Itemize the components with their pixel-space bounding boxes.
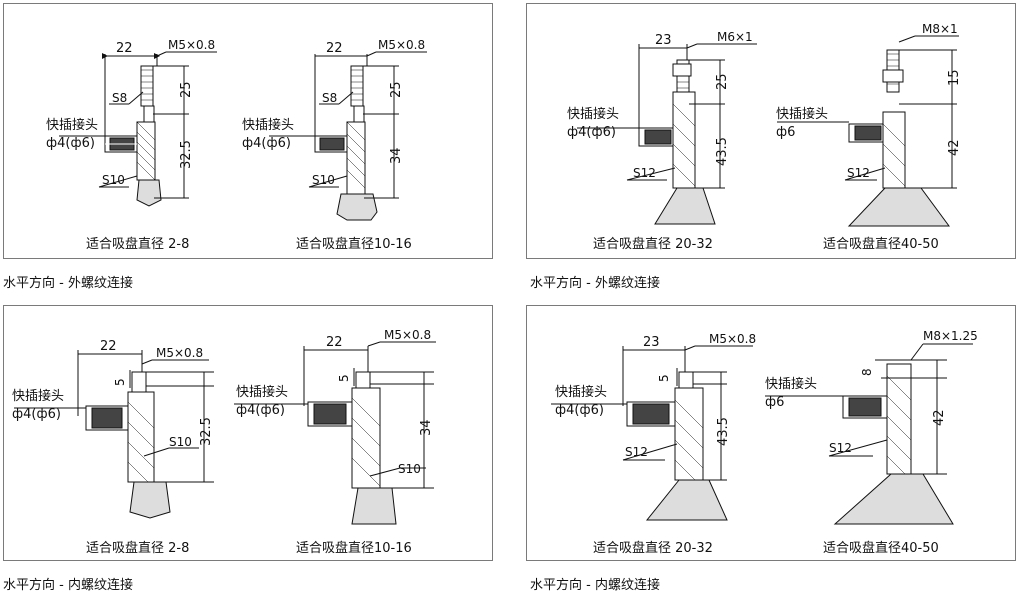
left-width-dim: 23 xyxy=(655,33,672,48)
left-fitting-label: 快插接头 xyxy=(12,388,64,404)
panel-internal-small: 22 M5×0.8 5 32.5 S10 快插接头 ф4(ф6) xyxy=(3,305,493,561)
left-dim-main: 43.5 xyxy=(715,137,730,166)
left-thread-label: M5×0.8 xyxy=(156,346,203,360)
panel-internal-large: 23 M5×0.8 5 43.5 S12 快插接头 ф4(ф6) M8×1.25… xyxy=(526,305,1016,561)
right-thread-label: M8×1.25 xyxy=(923,329,978,343)
ejector-left xyxy=(59,51,217,207)
right-hex-top-label: S8 xyxy=(322,91,337,105)
right-dim-main: 34 xyxy=(419,419,434,436)
ejector-right xyxy=(269,51,427,221)
right-thread-label: M5×0.8 xyxy=(384,328,431,342)
right-dim-top: 25 xyxy=(389,81,404,98)
caption-bottom-left: 水平方向 - 内螺纹连接 xyxy=(3,578,133,593)
left-hex-top-label: S8 xyxy=(112,91,127,105)
drawing-internal-small: 22 M5×0.8 5 32.5 S10 快插接头 ф4(ф6) xyxy=(12,328,436,556)
range-right-label: 适合吸盘直径40-50 xyxy=(823,540,939,556)
ejector-left xyxy=(551,345,753,521)
ejector-left xyxy=(14,350,214,519)
right-dim-top: 8 xyxy=(860,368,874,376)
left-fitting-size: ф4(ф6) xyxy=(12,407,61,422)
left-thread-label: M5×0.8 xyxy=(709,332,756,346)
left-fitting-label: 快插接头 xyxy=(555,384,607,400)
right-hex-bottom-label: S12 xyxy=(829,441,852,455)
left-fitting-label: 快插接头 xyxy=(46,117,98,133)
right-thread-label: M5×0.8 xyxy=(378,38,425,52)
range-right-label: 适合吸盘直径10-16 xyxy=(296,540,412,556)
ejector-right xyxy=(234,341,436,525)
left-dim-top: 25 xyxy=(179,81,194,98)
right-fitting-label: 快插接头 xyxy=(242,117,294,133)
right-fitting-size: ф4(ф6) xyxy=(242,136,291,151)
left-hex-bottom-label: S10 xyxy=(169,435,192,449)
right-hex-bottom-label: S10 xyxy=(312,173,335,187)
range-left-label: 适合吸盘直径 2-8 xyxy=(86,540,189,556)
range-left-label: 适合吸盘直径 20-32 xyxy=(593,540,713,556)
ejector-right xyxy=(765,343,973,525)
range-right-label: 适合吸盘直径40-50 xyxy=(823,236,939,252)
right-fitting-label: 快插接头 xyxy=(765,376,817,392)
right-fitting-size: ф4(ф6) xyxy=(236,403,285,418)
caption-bottom-right: 水平方向 - 内螺纹连接 xyxy=(530,578,660,593)
drawing-internal-large: 23 M5×0.8 5 43.5 S12 快插接头 ф4(ф6) M8×1.25… xyxy=(551,329,978,556)
range-left-label: 适合吸盘直径 20-32 xyxy=(593,236,713,252)
right-width-dim: 22 xyxy=(326,41,343,56)
drawing-external-large: 23 M6×1 25 43.5 S12 快插接头 ф4(ф6) M8×1 1 xyxy=(567,22,962,252)
left-hex-bottom-label: S12 xyxy=(633,166,656,180)
left-hex-bottom-label: S10 xyxy=(102,173,125,187)
left-dim-top: 5 xyxy=(657,374,671,382)
left-thread-label: M5×0.8 xyxy=(168,38,215,52)
caption-top-left: 水平方向 - 外螺纹连接 xyxy=(3,276,133,291)
panel-external-small: 22 M5×0.8 S8 25 32.5 S10 快插接头 ф4(ф6) xyxy=(3,3,493,259)
caption-top-right: 水平方向 - 外螺纹连接 xyxy=(530,276,660,291)
range-left-label: 适合吸盘直径 2-8 xyxy=(86,236,189,252)
left-thread-label: M6×1 xyxy=(717,30,753,44)
ejector-left xyxy=(577,43,757,225)
left-fitting-label: 快插接头 xyxy=(567,106,619,122)
left-dim-main: 32.5 xyxy=(179,140,194,169)
right-dim-top: 15 xyxy=(947,69,962,86)
right-fitting-label: 快插接头 xyxy=(236,384,288,400)
right-fitting-label: 快插接头 xyxy=(776,106,828,122)
right-thread-label: M8×1 xyxy=(922,22,958,36)
left-fitting-size: ф4(ф6) xyxy=(555,403,604,418)
left-width-dim: 22 xyxy=(116,41,133,56)
left-fitting-size: ф4(ф6) xyxy=(567,125,616,140)
right-dim-main: 42 xyxy=(947,139,962,156)
right-hex-bottom-label: S10 xyxy=(398,462,421,476)
left-fitting-size: ф4(ф6) xyxy=(46,136,95,151)
right-dim-main: 34 xyxy=(389,147,404,164)
left-dim-main: 43.5 xyxy=(716,417,731,446)
left-dim-top: 5 xyxy=(113,378,127,386)
right-dim-main: 42 xyxy=(932,409,947,426)
ejector-right xyxy=(777,35,959,227)
left-width-dim: 22 xyxy=(100,339,117,354)
right-hex-bottom-label: S12 xyxy=(847,166,870,180)
left-hex-bottom-label: S12 xyxy=(625,445,648,459)
left-width-dim: 23 xyxy=(643,335,660,350)
right-fitting-size: ф6 xyxy=(776,125,795,140)
right-dim-top: 5 xyxy=(337,374,351,382)
left-dim-top: 25 xyxy=(715,73,730,90)
range-right-label: 适合吸盘直径10-16 xyxy=(296,236,412,252)
drawing-external-small: 22 M5×0.8 S8 25 32.5 S10 快插接头 ф4(ф6) xyxy=(46,38,427,252)
panel-external-large: 23 M6×1 25 43.5 S12 快插接头 ф4(ф6) M8×1 1 xyxy=(526,3,1016,259)
right-width-dim: 22 xyxy=(326,335,343,350)
left-dim-main: 32.5 xyxy=(199,417,214,446)
right-fitting-size: ф6 xyxy=(765,395,784,410)
